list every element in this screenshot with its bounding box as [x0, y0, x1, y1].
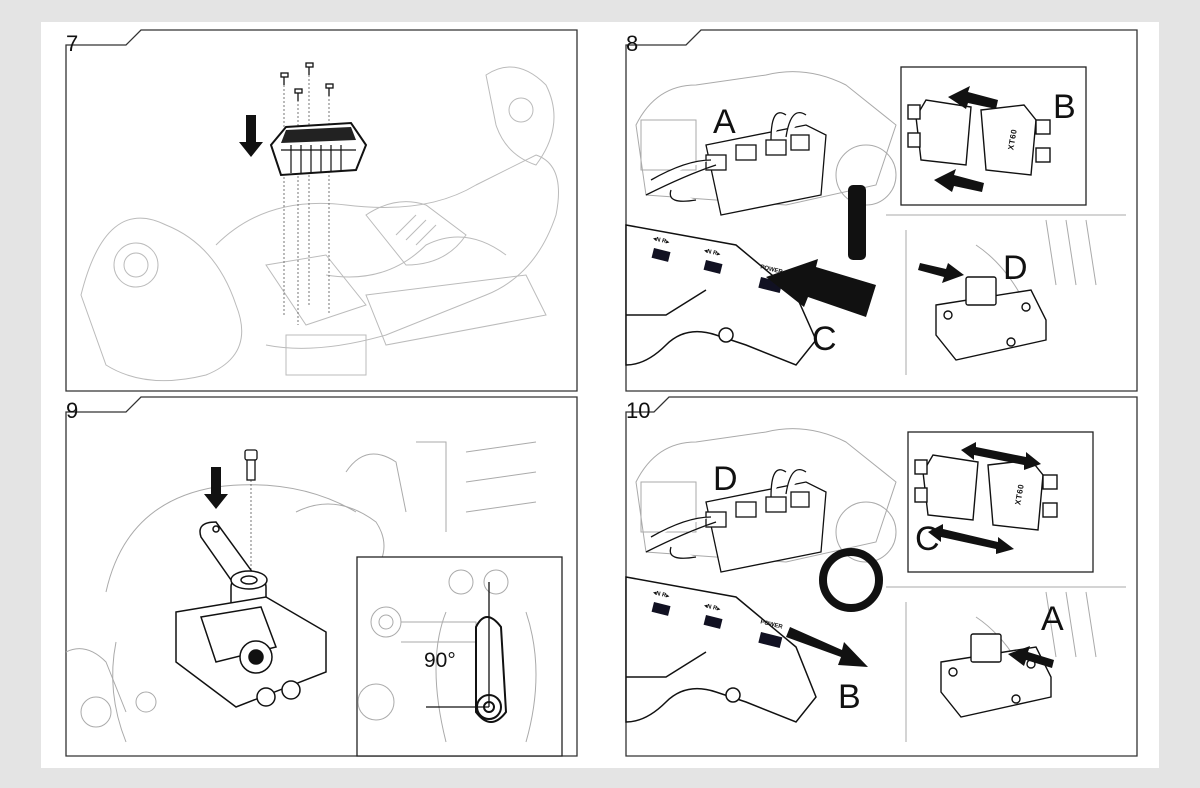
double-arrow-icon: [928, 442, 1041, 554]
callout-d: D: [1003, 249, 1028, 287]
receiver-box-icon: [269, 121, 368, 177]
callout-b: B: [838, 678, 861, 716]
step-8-panel: 8 A B C D ◂N R▸ ◂N R▸ POWER XT60: [625, 29, 1138, 392]
angle-label: 90°: [424, 649, 456, 672]
step-7-panel: 7: [65, 29, 578, 392]
step-8-illustration: [625, 29, 1138, 392]
push-arrow-icon: [766, 259, 876, 317]
power-switch-icon: [940, 633, 1052, 718]
transmitter-icon: [625, 224, 817, 366]
down-arrow-icon: [204, 467, 228, 509]
step-10-panel: 10 D C B A ◂N R▸ ◂N R▸ POWER XT60: [625, 396, 1138, 757]
battery-connector-icon: [645, 111, 827, 216]
callout-b: B: [1053, 88, 1076, 126]
transmitter-switches: [651, 602, 783, 648]
step-number: 9: [66, 398, 79, 423]
callout-c: C: [812, 320, 837, 358]
callout-a: A: [1041, 600, 1064, 638]
servo-arm-detail-icon: [475, 616, 508, 723]
pull-arrow-icon: [786, 627, 868, 667]
off-symbol-icon: [848, 185, 866, 260]
step-7-illustration: [65, 29, 578, 392]
power-switch-icon: [935, 276, 1047, 361]
step-10-illustration: [625, 396, 1138, 757]
on-symbol-icon: [819, 548, 883, 612]
instruction-page: 7: [41, 22, 1159, 768]
servo-icon: [175, 596, 327, 708]
arrow-left-icon: [934, 169, 984, 192]
callout-c: C: [915, 520, 940, 558]
battery-connector-icon: [645, 468, 827, 573]
screw-icons: [280, 62, 334, 101]
step-number: 7: [66, 31, 79, 56]
transmitter-icon: [625, 576, 817, 723]
callout-a: A: [713, 103, 736, 141]
detail-inset-frame: [356, 556, 563, 757]
step-9-illustration: [65, 396, 578, 757]
step-9-panel: 9 90°: [65, 396, 578, 757]
arrow-left-icon: [948, 86, 998, 109]
step-number: 8: [626, 31, 639, 56]
xt60-connector-icon: [907, 99, 1051, 176]
callout-d: D: [713, 460, 738, 498]
down-arrow-icon: [239, 115, 263, 157]
step-number: 10: [626, 398, 651, 423]
screw-icon: [244, 449, 258, 481]
xt60-connector-icon: [914, 454, 1058, 531]
arrow-right-icon: [918, 263, 964, 283]
arrow-left-icon: [1008, 646, 1054, 668]
